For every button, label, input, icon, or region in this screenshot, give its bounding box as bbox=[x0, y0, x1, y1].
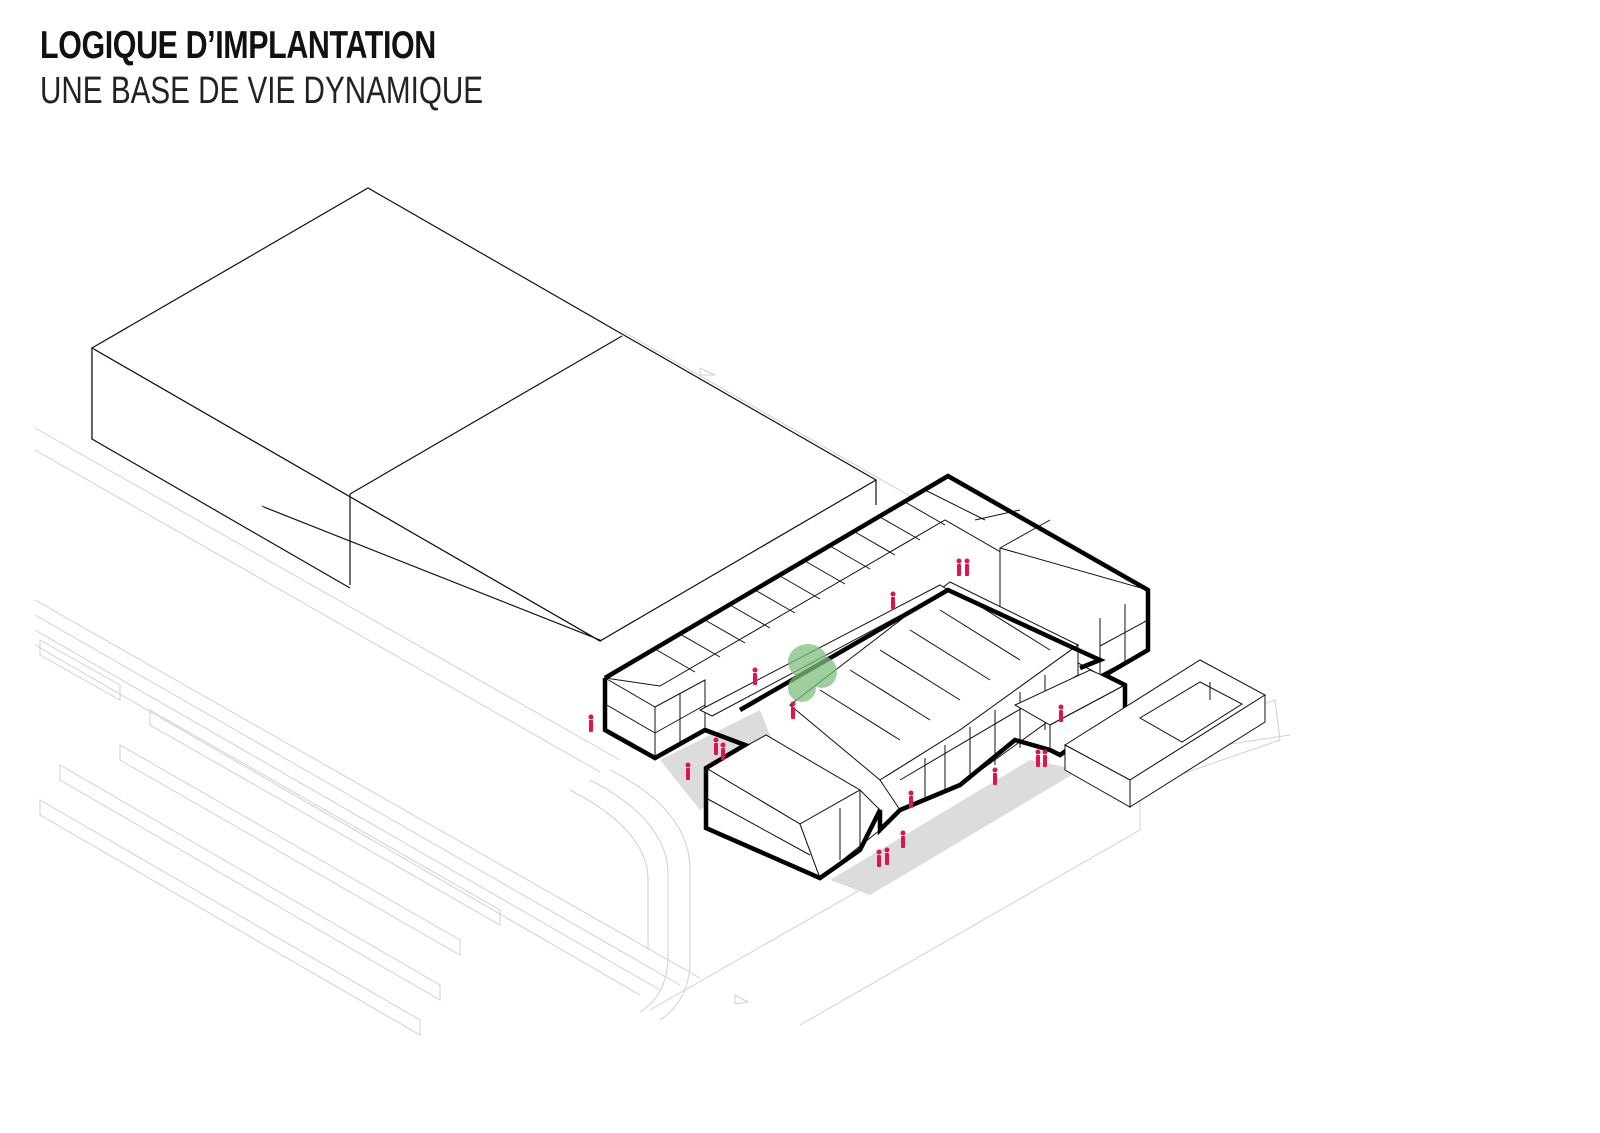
person-figure-icon bbox=[1035, 749, 1041, 767]
page-subtitle: UNE BASE DE VIE DYNAMIQUE bbox=[40, 70, 484, 112]
person-figure-icon bbox=[752, 667, 758, 685]
living-base-building bbox=[602, 473, 1151, 881]
person-figure-icon bbox=[588, 714, 594, 732]
person-figure-icon bbox=[1058, 704, 1064, 722]
person-figure-icon bbox=[964, 558, 970, 576]
person-figure-icon bbox=[713, 737, 719, 755]
person-figure-icon bbox=[956, 558, 962, 576]
people-figures bbox=[588, 558, 1064, 867]
person-figure-icon bbox=[685, 762, 691, 780]
page-title: LOGIQUE D’IMPLANTATION bbox=[40, 24, 436, 67]
person-figure-icon bbox=[1042, 749, 1048, 767]
title-block: LOGIQUE D’IMPLANTATION UNE BASE DE VIE D… bbox=[40, 22, 608, 112]
person-figure-icon bbox=[790, 701, 796, 719]
person-figure-icon bbox=[908, 790, 914, 808]
person-figure-icon bbox=[876, 849, 882, 867]
person-figure-icon bbox=[720, 742, 726, 760]
person-figure-icon bbox=[884, 847, 890, 865]
person-figure-icon bbox=[890, 591, 896, 609]
person-figure-icon bbox=[992, 767, 998, 785]
hangar-building bbox=[90, 187, 878, 643]
person-figure-icon bbox=[900, 830, 906, 848]
tree-icon bbox=[788, 644, 837, 702]
outbuilding bbox=[1064, 659, 1266, 808]
